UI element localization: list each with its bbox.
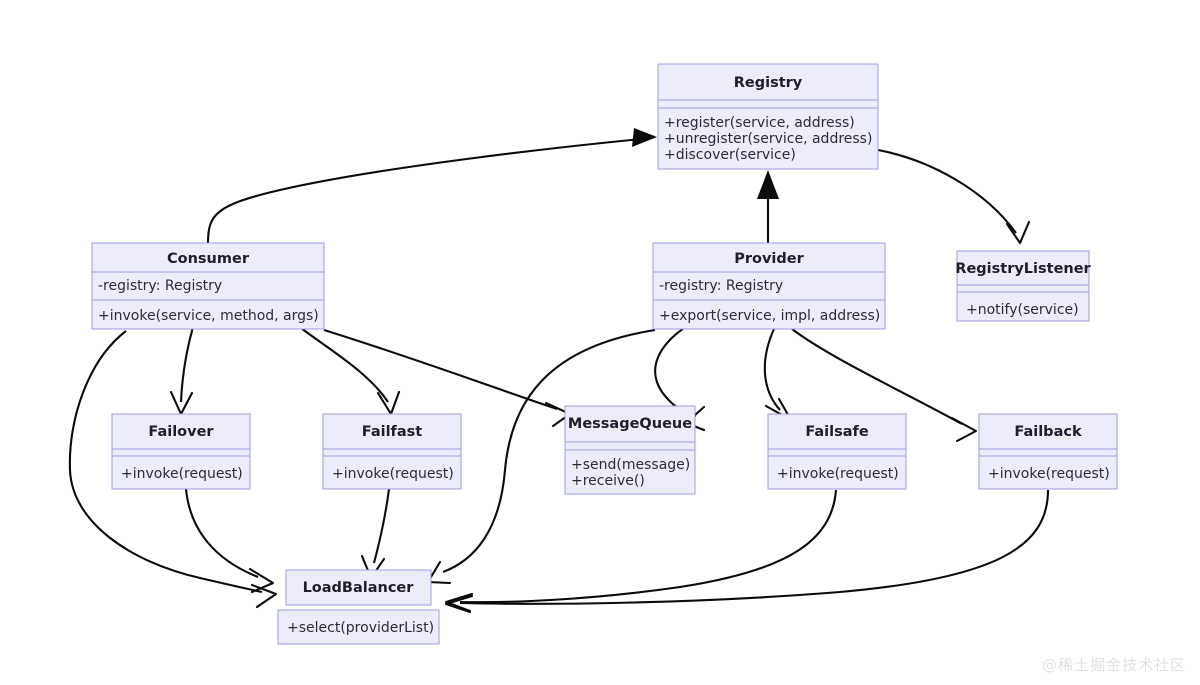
edge-failback-to-loadbalancer (444, 489, 1050, 614)
class-method: +send(message) (571, 457, 690, 473)
class-method: +invoke(request) (121, 466, 243, 482)
edge-registry-to-registrylistener (877, 148, 1031, 245)
class-title-consumer: Consumer (167, 251, 250, 267)
class-box-messagequeue[interactable]: MessageQueue +send(message) +receive() (564, 405, 696, 495)
edge-failover-to-loadbalancer (184, 488, 275, 594)
class-box-failfast-rect (322, 413, 462, 490)
class-title-failback: Failback (1014, 424, 1082, 440)
class-box-registry[interactable]: Registry +register(service, address) +un… (657, 63, 879, 170)
edge-layer (68, 128, 1050, 614)
class-box-failover-rect (111, 413, 251, 490)
class-attribute: -registry: Registry (659, 278, 783, 294)
class-box-provider-rect (652, 242, 886, 330)
class-title-loadbalancer: LoadBalancer (303, 580, 415, 596)
watermark: @稀土掘金技术社区 (1041, 656, 1186, 674)
edge-consumer-to-failfast (300, 327, 401, 416)
class-title-failfast: Failfast (362, 424, 423, 440)
class-box-consumer[interactable]: Consumer -registry: Registry +invoke(ser… (91, 242, 325, 330)
class-box-loadbalancer-body-rect (277, 609, 440, 645)
class-method: +export(service, impl, address) (659, 308, 880, 324)
class-box-failsafe[interactable]: Failsafe +invoke(request) (767, 413, 907, 490)
class-box-failsafe-rect (767, 413, 907, 490)
class-box-consumer-rect (91, 242, 325, 330)
class-method: +receive() (571, 473, 645, 489)
class-title-failover: Failover (148, 424, 214, 440)
class-attribute: -registry: Registry (98, 278, 222, 294)
class-method: +select(providerList) (287, 620, 434, 636)
class-box-loadbalancer[interactable]: LoadBalancer +select(providerList) (277, 569, 440, 645)
class-box-registrylistener[interactable]: RegistryListener +notify(service) (955, 250, 1092, 322)
class-method: +discover(service) (664, 147, 796, 163)
class-method: +notify(service) (966, 302, 1079, 318)
class-title-registrylistener: RegistryListener (955, 261, 1091, 277)
edge-provider-to-registry (757, 170, 779, 243)
class-title-failsafe: Failsafe (805, 424, 869, 440)
class-box-failover[interactable]: Failover +invoke(request) (111, 413, 251, 490)
class-title-messagequeue: MessageQueue (568, 416, 692, 432)
class-box-failfast[interactable]: Failfast +invoke(request) (322, 413, 462, 490)
class-box-failback-rect (978, 413, 1118, 490)
class-method: +invoke(service, method, args) (98, 308, 319, 324)
class-method: +invoke(request) (988, 466, 1110, 482)
class-box-loadbalancer-header-rect (285, 569, 432, 606)
class-box-provider[interactable]: Provider -registry: Registry +export(ser… (652, 242, 886, 330)
class-method: +register(service, address) (664, 115, 855, 131)
edge-failsafe-to-loadbalancer (444, 489, 838, 613)
class-title-provider: Provider (734, 251, 804, 267)
class-box-failback[interactable]: Failback +invoke(request) (978, 413, 1118, 490)
edge-failfast-to-loadbalancer (360, 488, 391, 580)
class-method: +invoke(request) (332, 466, 454, 482)
edge-consumer-to-messagequeue (323, 328, 572, 428)
class-box-registry-rect (657, 63, 879, 170)
class-method: +unregister(service, address) (664, 131, 872, 147)
edge-provider-to-failback (791, 328, 978, 443)
edge-provider-to-failsafe (763, 328, 793, 422)
class-method: +invoke(request) (777, 466, 899, 482)
class-box-registrylistener-rect (956, 250, 1090, 322)
class-title-registry: Registry (734, 75, 803, 91)
edge-consumer-to-failover (169, 326, 195, 416)
edge-consumer-to-registry (206, 128, 657, 244)
